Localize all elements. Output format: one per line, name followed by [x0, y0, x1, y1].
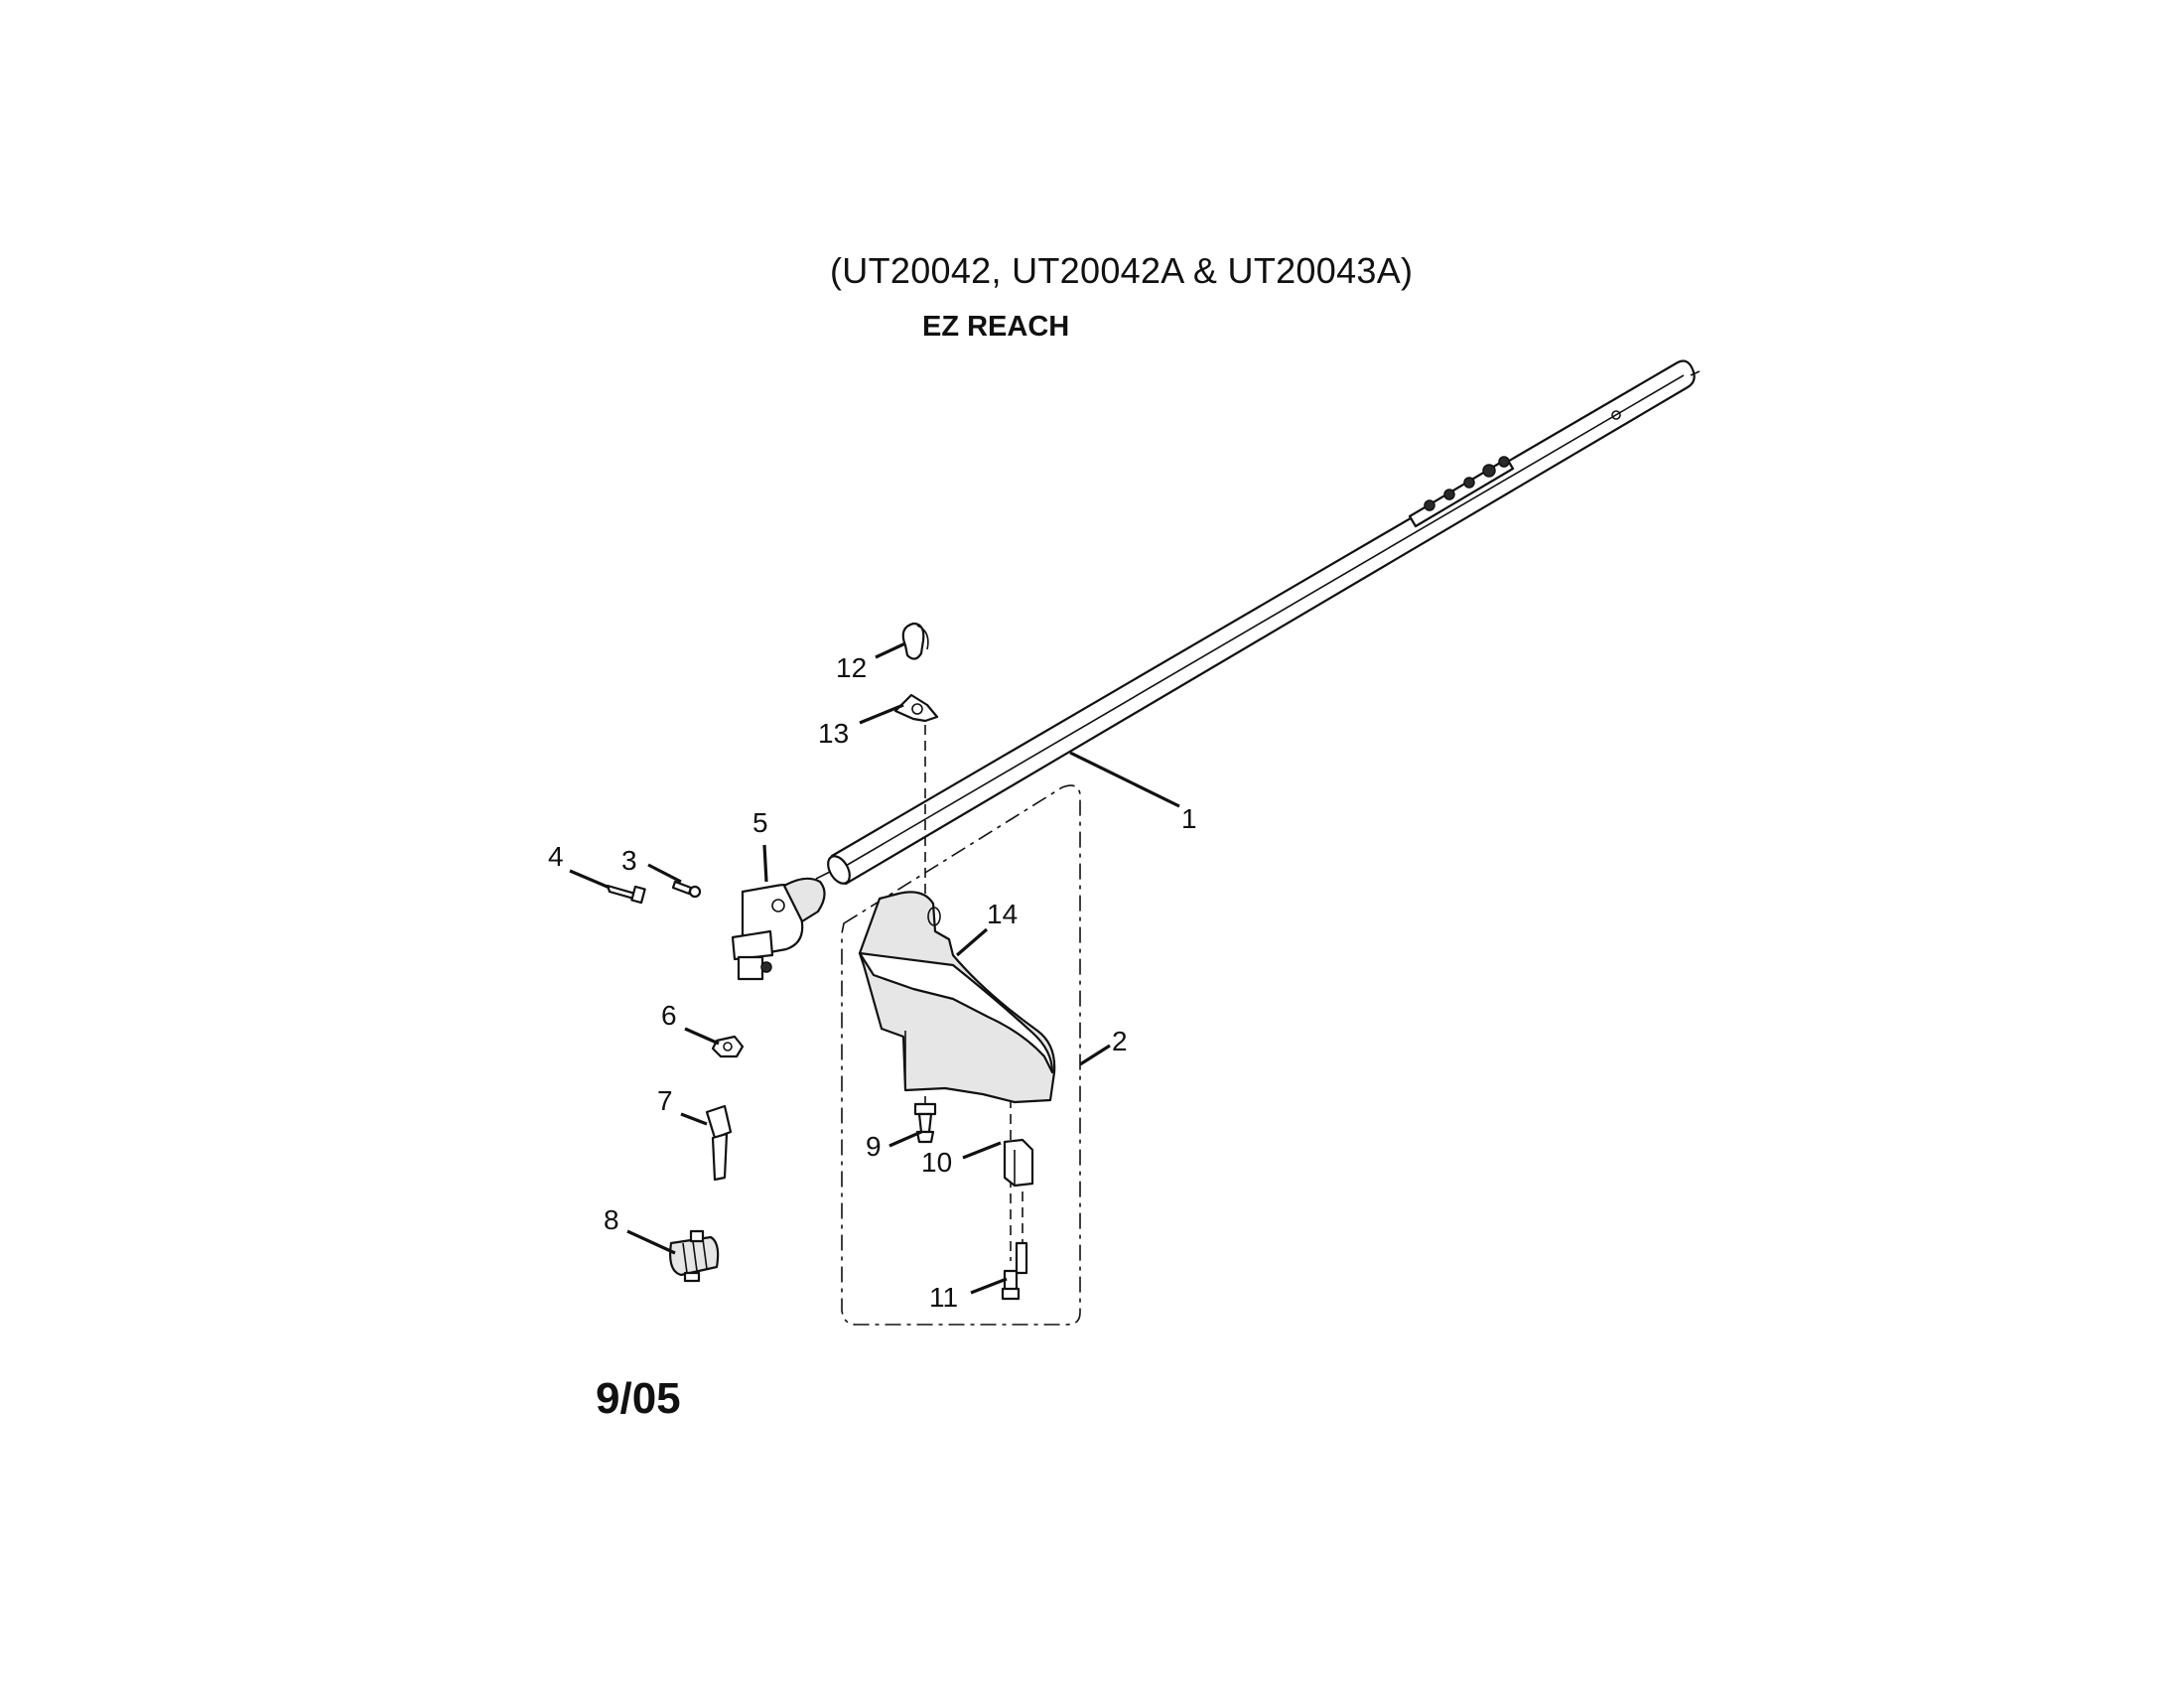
- callout-2: 2: [1112, 1026, 1128, 1056]
- diagram-title: (UT20042, UT20042A & UT20043A): [830, 250, 1414, 291]
- screw-9-part: [913, 1102, 937, 1144]
- leader-line-12: [875, 641, 906, 659]
- callout-10: 10: [921, 1147, 952, 1178]
- leader-line-9: [888, 1130, 922, 1148]
- callout-7: 7: [657, 1085, 673, 1116]
- shaft-tube-part: [815, 359, 1701, 886]
- leader-line-13: [859, 703, 904, 725]
- leader-line-4: [569, 869, 611, 890]
- leader-line-2: [1079, 1044, 1111, 1066]
- leader-line-3: [647, 863, 682, 884]
- leader-line-10: [962, 1141, 1002, 1160]
- nut-6-part: [711, 1035, 745, 1058]
- leader-line-14: [955, 927, 989, 957]
- u-clamp-part: [901, 622, 929, 660]
- callout-4: 4: [548, 841, 564, 872]
- callout-8: 8: [604, 1204, 619, 1235]
- callout-11: 11: [929, 1282, 958, 1313]
- callout-9: 9: [866, 1131, 882, 1162]
- leader-line-8: [626, 1229, 676, 1255]
- screw-3-part: [671, 880, 702, 899]
- knob-8-part: [669, 1229, 720, 1283]
- debris-shield-part: [858, 891, 1056, 1104]
- leader-line-7: [680, 1112, 708, 1126]
- bolt-4-part: [606, 884, 646, 905]
- leader-line-6: [684, 1027, 720, 1046]
- diagram-subtitle: EZ REACH: [922, 311, 1070, 343]
- callout-5: 5: [752, 807, 768, 838]
- callout-6: 6: [661, 1000, 677, 1031]
- gearbox-head-part: [731, 877, 826, 981]
- screw-11-part: [1001, 1241, 1028, 1301]
- callout-14: 14: [987, 899, 1018, 929]
- date-code: 9/05: [596, 1374, 681, 1423]
- leader-line-11: [970, 1277, 1008, 1295]
- leader-line-5: [762, 844, 768, 883]
- callout-13: 13: [818, 718, 849, 749]
- callout-3: 3: [621, 845, 637, 876]
- callout-1: 1: [1181, 803, 1197, 834]
- kit-boundary: [841, 784, 1081, 1326]
- clamp-bracket-part: [893, 693, 939, 723]
- callout-12: 12: [836, 652, 867, 683]
- leader-line-1: [1069, 751, 1180, 808]
- spacer-pin-7-part: [705, 1104, 733, 1182]
- clip-10-part: [1003, 1138, 1034, 1188]
